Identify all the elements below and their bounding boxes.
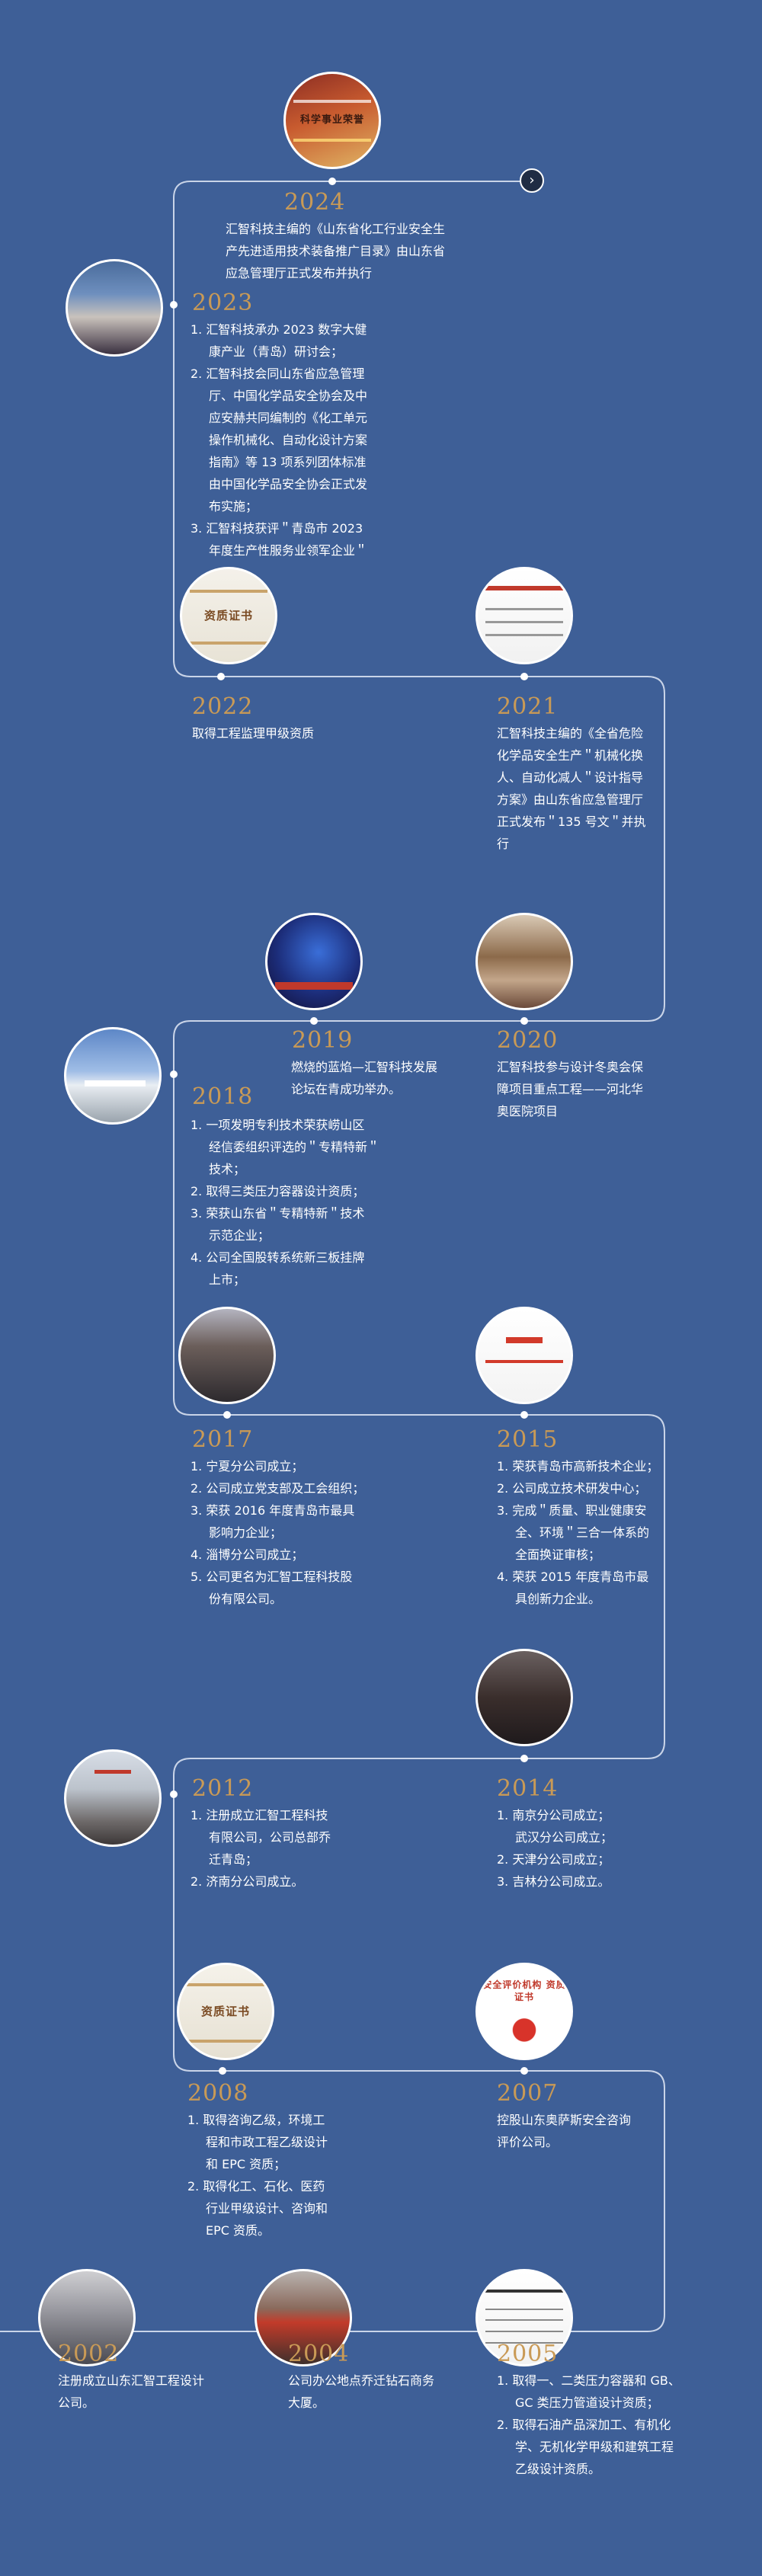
entry-2012-list: 1. 注册成立汇智工程科技有限公司，公司总部乔迁青岛； 2. 济南分公司成立。 [190, 1804, 389, 1893]
timeline-dot [520, 2067, 528, 2075]
entry-2019-text: 燃烧的蓝焰—汇智科技发展 论坛在青成功举办。 [291, 1060, 438, 1096]
photo-2004-building-entrance [255, 2269, 352, 2366]
photo-2024-certificate: 科学事业荣誉 [283, 72, 381, 169]
photo-2023-conference [66, 259, 163, 357]
list-item: 4. 公司全国股转系统新三板挂牌上市； [190, 1250, 365, 1287]
timeline-dot [170, 301, 178, 309]
list-item: 3. 完成＂质量、职业健康安全、环境＂三合一体系的全面换证审核； [497, 1503, 650, 1562]
list-item: 2. 济南分公司成立。 [190, 1874, 304, 1889]
entry-2020-text: 汇智科技参与设计冬奥会保 障项目重点工程——河北华 奥医院项目 [497, 1060, 644, 1118]
photo-2022-certificate: 资质证书 [180, 567, 277, 664]
list-item: 3. 荣获山东省＂专精特新＂技术示范企业； [190, 1206, 365, 1243]
timeline-dot [170, 1070, 178, 1078]
photo-2017-group [178, 1307, 276, 1404]
list-item: 2. 汇智科技会同山东省应急管理厅、中国化学品安全协会及中应安赫共同编制的《化工… [190, 366, 368, 514]
entry-2021-text: 汇智科技主编的《全省危险 化学品安全生产＂机械化换 人、自动化减人＂设计指导 方… [497, 726, 646, 851]
timeline-dot [310, 1017, 318, 1025]
timeline-dot [520, 1017, 528, 1025]
next-page-button[interactable]: › [520, 168, 544, 193]
year-2002: 2002 [58, 2341, 120, 2367]
photo-2014-group [475, 1649, 573, 1746]
list-item: 3. 荣获 2016 年度青岛市最具影响力企业； [190, 1503, 355, 1540]
list-item: 3. 吉林分公司成立。 [497, 1874, 610, 1889]
list-item: 1. 荣获青岛市高新技术企业； [497, 1459, 659, 1474]
list-item: 1. 一项发明专利技术荣获崂山区经信委组织评选的＂专精特新＂技术； [190, 1118, 380, 1176]
entry-2015-list: 1. 荣获青岛市高新技术企业； 2. 公司成立技术研发中心； 3. 完成＂质量、… [497, 1455, 680, 1610]
entry-2017-list: 1. 宁夏分公司成立； 2. 公司成立党支部及工会组织； 3. 荣获 2016 … [190, 1455, 419, 1610]
photo-2007-emblem-certificate: 安全评价机构 资质证书 [475, 1963, 573, 2060]
photo-2005-document [475, 2269, 573, 2366]
photo-2008-certificate: 资质证书 [177, 1963, 274, 2060]
entry-2018-list: 1. 一项发明专利技术荣获崂山区经信委组织评选的＂专精特新＂技术； 2. 取得三… [190, 1114, 419, 1291]
list-item: 5. 公司更名为汇智工程科技股份有限公司。 [190, 1570, 353, 1606]
entry-2014-list: 1. 南京分公司成立；武汉分公司成立； 2. 天津分公司成立； 3. 吉林分公司… [497, 1804, 664, 1893]
entry-2023-list: 1. 汇智科技承办 2023 数字大健康产业（青岛）研讨会； 2. 汇智科技会同… [190, 318, 419, 562]
list-item: 1. 取得咨询乙级，环境工程和市政工程乙级设计和 EPC 资质； [187, 2113, 328, 2171]
list-item: 4. 荣获 2015 年度青岛市最具创新力企业。 [497, 1570, 649, 1606]
timeline-dot [219, 2067, 226, 2075]
list-item: 2. 取得三类压力容器设计资质； [190, 1184, 365, 1198]
year-2012: 2012 [192, 1775, 254, 1802]
year-2014: 2014 [497, 1775, 559, 1802]
year-2005: 2005 [497, 2341, 559, 2367]
list-item: 1. 取得一、二类压力容器和 GB、GC 类压力管道设计资质； [497, 2373, 680, 2410]
photo-2002-office-entrance [38, 2269, 136, 2366]
timeline-dot [328, 178, 336, 185]
list-item: 2. 公司成立技术研发中心； [497, 1481, 647, 1496]
photo-2018-building [64, 1027, 162, 1125]
year-2022: 2022 [192, 693, 254, 720]
year-2019: 2019 [292, 1027, 354, 1054]
entry-2007-text: 控股山东奥萨斯安全咨询 评价公司。 [497, 2113, 632, 2149]
entry-2024-text: 汇智科技主编的《山东省化工行业安全生 产先进适用技术装备推广目录》由山东省 应急… [226, 222, 446, 280]
list-item: 4. 淄博分公司成立； [190, 1547, 304, 1562]
list-item: 2. 取得石油产品深加工、有机化学、无机化学甲级和建筑工程乙级设计资质。 [497, 2418, 674, 2476]
list-item: 2. 公司成立党支部及工会组织； [190, 1481, 365, 1496]
year-2008: 2008 [187, 2080, 249, 2107]
timeline-dot [223, 1411, 231, 1419]
year-2015: 2015 [497, 1426, 559, 1453]
timeline-dot [520, 1411, 528, 1419]
timeline-dot [170, 1790, 178, 1798]
year-2020: 2020 [497, 1027, 559, 1054]
photo-2019-forum [265, 913, 363, 1010]
year-2007: 2007 [497, 2080, 559, 2107]
timeline-dot [217, 673, 225, 680]
photo-2015-certificate [475, 1307, 573, 1404]
year-2017: 2017 [192, 1426, 254, 1453]
list-item: 2. 天津分公司成立； [497, 1852, 610, 1867]
year-2004: 2004 [288, 2341, 350, 2367]
entry-2005-list: 1. 取得一、二类压力容器和 GB、GC 类压力管道设计资质； 2. 取得石油产… [497, 2370, 725, 2480]
list-item: 1. 注册成立汇智工程科技有限公司，公司总部乔迁青岛； [190, 1808, 331, 1867]
entry-2002-text: 注册成立山东汇智工程设计 公司。 [58, 2373, 205, 2410]
timeline-dot [520, 1755, 528, 1762]
photo-2021-document [475, 567, 573, 664]
list-item: 1. 汇智科技承办 2023 数字大健康产业（青岛）研讨会； [190, 322, 367, 359]
photo-2020-bell-ceremony [475, 913, 573, 1010]
entry-2008-list: 1. 取得咨询乙级，环境工程和市政工程乙级设计和 EPC 资质； 2. 取得化工… [187, 2109, 386, 2242]
photo-2012-building [64, 1749, 162, 1847]
timeline-dot [520, 673, 528, 680]
year-2024: 2024 [284, 189, 346, 216]
list-item: 1. 南京分公司成立；武汉分公司成立； [497, 1808, 613, 1845]
list-item: 1. 宁夏分公司成立； [190, 1459, 304, 1474]
chevron-right-icon: › [529, 172, 535, 188]
year-2021: 2021 [497, 693, 559, 720]
year-2018: 2018 [192, 1083, 254, 1110]
year-2023: 2023 [192, 290, 254, 316]
entry-2004-text: 公司办公地点乔迁钻石商务 大厦。 [288, 2373, 435, 2410]
entry-2022-text: 取得工程监理甲级资质 [192, 726, 315, 741]
